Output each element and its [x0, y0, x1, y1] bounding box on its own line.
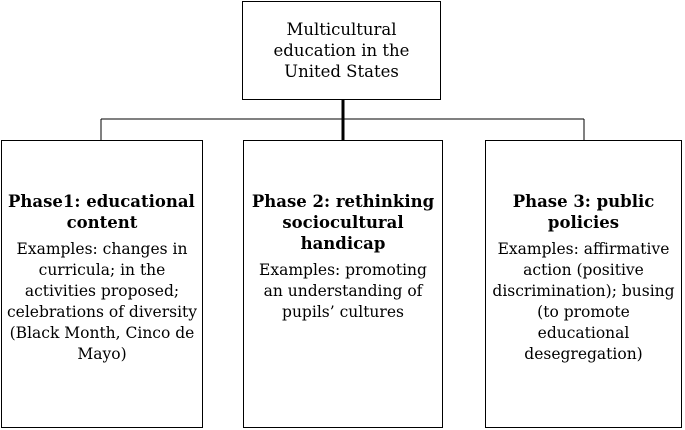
- phase2-title: Phase 2: rethinking sociocultural handic…: [251, 192, 435, 253]
- phase1-title-line2: content: [66, 213, 138, 232]
- phase1-title-line1: Phase1: educational: [8, 192, 195, 211]
- phase2-body: Examples: promoting an understanding of …: [259, 261, 427, 321]
- root-node: Multicultural education in the United St…: [242, 1, 441, 100]
- root-label: Multicultural education in the United St…: [273, 20, 410, 81]
- phase1-node: Phase1: educational content Examples: ch…: [1, 140, 203, 428]
- phase3-title: Phase 3: public policies: [512, 192, 655, 232]
- phase1-title: Phase1: educational content: [2, 191, 202, 233]
- phase2-node: Phase 2: rethinking sociocultural handic…: [243, 140, 443, 428]
- phase3-node: Phase 3: public policies Examples: affir…: [485, 140, 682, 428]
- phase3-body: Examples: affirmative action (positive d…: [492, 240, 675, 363]
- phase1-body: Examples: changes in curricula; in the a…: [6, 240, 198, 363]
